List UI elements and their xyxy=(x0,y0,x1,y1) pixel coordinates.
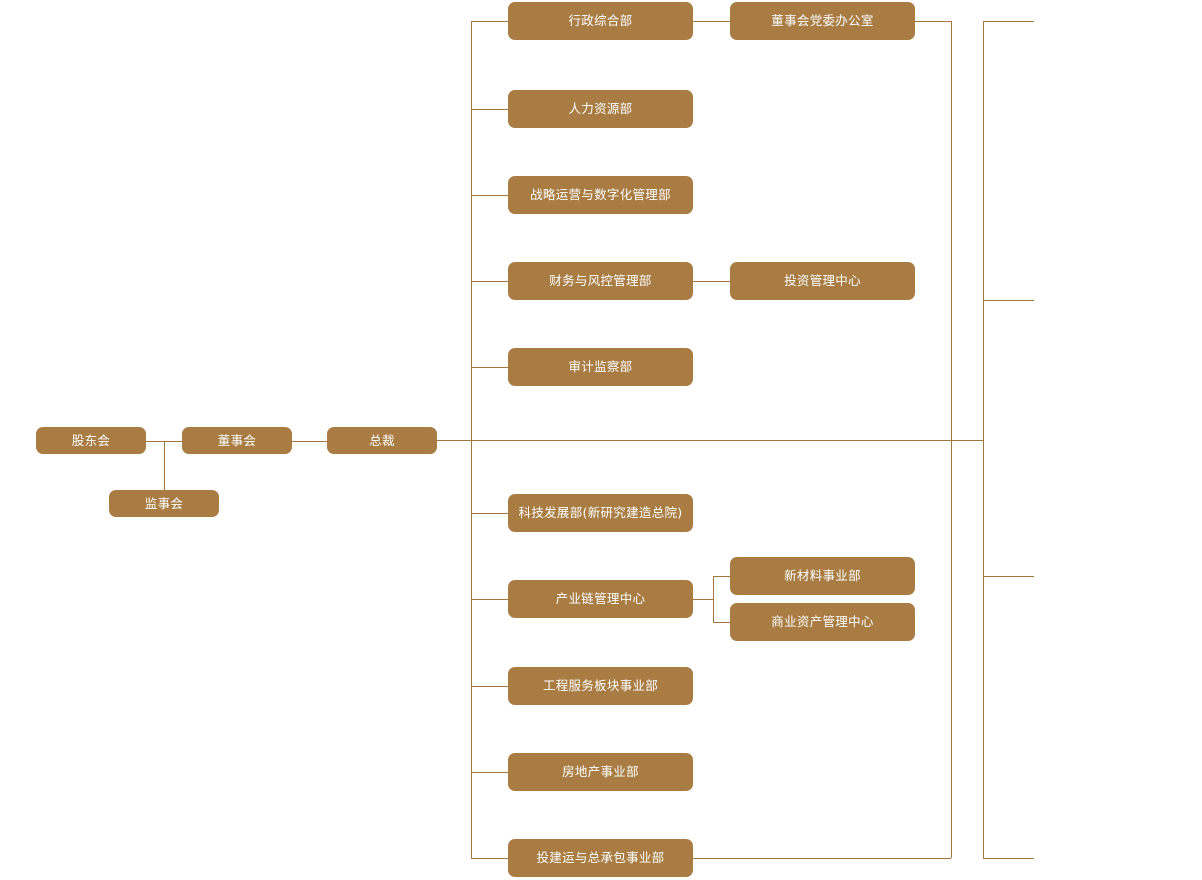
line-outer-stub-1 xyxy=(983,300,1034,301)
line-branch-8 xyxy=(471,772,508,773)
sub-unit-node-2[interactable]: 新材料事业部 xyxy=(730,557,915,595)
department-node-8[interactable]: 房地产事业部 xyxy=(508,753,693,791)
line-branch-1 xyxy=(471,109,508,110)
line-chain-stub xyxy=(693,599,713,600)
line-inner-rail-top xyxy=(915,21,951,22)
node-president[interactable]: 总裁 xyxy=(327,427,437,454)
node-president-label: 总裁 xyxy=(369,432,395,448)
department-node-5[interactable]: 科技发展部(新研究建造总院) xyxy=(508,494,693,532)
line-finance-to-investment xyxy=(693,281,730,282)
sub-unit-node-0[interactable]: 董事会党委办公室 xyxy=(730,2,915,40)
sub-unit-node-3-label: 商业资产管理中心 xyxy=(771,614,874,630)
line-admin-to-boardoffice xyxy=(693,21,730,22)
sub-unit-node-0-label: 董事会党委办公室 xyxy=(771,13,874,29)
line-outer-stub-0 xyxy=(983,21,1034,22)
line-outer-stub-3 xyxy=(983,858,1034,859)
department-node-8-label: 房地产事业部 xyxy=(562,764,639,780)
node-board-of-directors[interactable]: 董事会 xyxy=(182,427,292,454)
department-node-9-label: 投建运与总承包事业部 xyxy=(536,850,665,866)
line-branch-3 xyxy=(471,281,508,282)
node-board-of-directors-label: 董事会 xyxy=(217,432,257,448)
department-node-1[interactable]: 人力资源部 xyxy=(508,90,693,128)
department-node-4-label: 审计监察部 xyxy=(568,359,633,375)
line-branch-5 xyxy=(471,513,508,514)
line-branch-0 xyxy=(471,21,508,22)
department-node-0[interactable]: 行政综合部 xyxy=(508,2,693,40)
department-node-3-label: 财务与风控管理部 xyxy=(549,273,652,289)
sub-unit-node-1-label: 投资管理中心 xyxy=(784,273,861,289)
department-node-7[interactable]: 工程服务板块事业部 xyxy=(508,667,693,705)
line-department-trunk xyxy=(471,21,472,858)
sub-unit-node-2-label: 新材料事业部 xyxy=(784,568,861,584)
department-node-5-label: 科技发展部(新研究建造总院) xyxy=(518,505,683,521)
line-outer-rail xyxy=(983,21,984,858)
sub-unit-node-1[interactable]: 投资管理中心 xyxy=(730,262,915,300)
department-node-9[interactable]: 投建运与总承包事业部 xyxy=(508,839,693,877)
line-board-president xyxy=(292,440,327,442)
line-inner-rail-bottom xyxy=(693,858,951,859)
department-node-2[interactable]: 战略运营与数字化管理部 xyxy=(508,176,693,214)
node-board-of-supervisors[interactable]: 监事会 xyxy=(109,490,219,517)
department-node-2-label: 战略运营与数字化管理部 xyxy=(530,187,671,203)
line-chain-fan xyxy=(713,576,714,622)
line-branch-4 xyxy=(471,367,508,368)
department-node-1-label: 人力资源部 xyxy=(568,101,633,117)
department-node-4[interactable]: 审计监察部 xyxy=(508,348,693,386)
line-inner-rail xyxy=(951,21,952,858)
node-shareholders-meeting-label: 股东会 xyxy=(71,432,111,448)
line-supervisors-drop xyxy=(164,440,165,504)
line-branch-6 xyxy=(471,599,508,600)
department-node-0-label: 行政综合部 xyxy=(568,13,633,29)
line-president-spine xyxy=(437,440,983,441)
line-outer-stub-2 xyxy=(983,576,1034,577)
line-branch-7 xyxy=(471,686,508,687)
department-node-6[interactable]: 产业链管理中心 xyxy=(508,580,693,618)
line-chain-to-newmaterial xyxy=(713,576,730,577)
department-node-3[interactable]: 财务与风控管理部 xyxy=(508,262,693,300)
line-chain-to-commercial xyxy=(713,622,730,623)
line-branch-9 xyxy=(471,858,508,859)
node-board-of-supervisors-label: 监事会 xyxy=(144,495,184,511)
department-node-6-label: 产业链管理中心 xyxy=(555,591,646,607)
sub-unit-node-3[interactable]: 商业资产管理中心 xyxy=(730,603,915,641)
department-node-7-label: 工程服务板块事业部 xyxy=(542,678,659,694)
line-branch-2 xyxy=(471,195,508,196)
node-shareholders-meeting[interactable]: 股东会 xyxy=(36,427,146,454)
